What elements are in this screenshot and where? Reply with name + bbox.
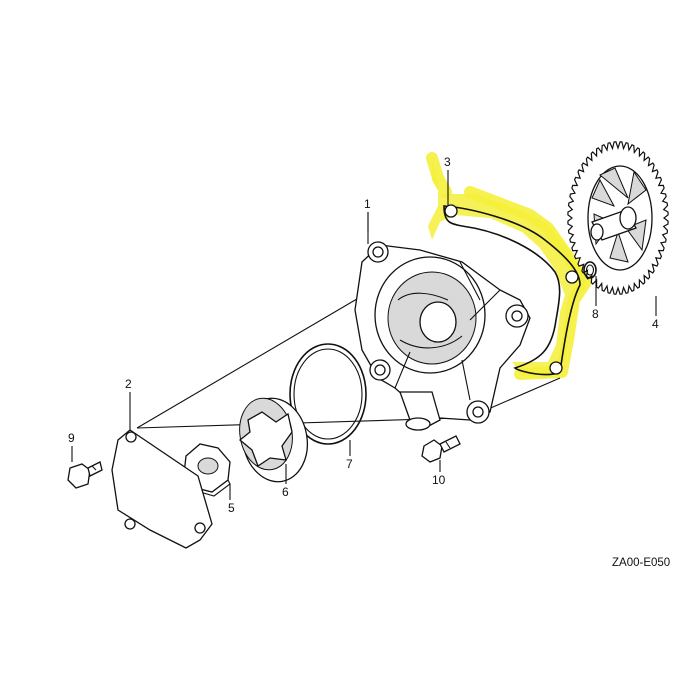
cover-housing-part bbox=[354, 241, 531, 431]
callout-8: 8 bbox=[592, 307, 599, 321]
small-o-ring-part bbox=[583, 261, 597, 279]
gasket-bolt-hole bbox=[565, 270, 579, 284]
callout-4: 4 bbox=[652, 317, 659, 331]
gasket-highlight bbox=[426, 152, 592, 380]
figure-code: ZA00-E050 bbox=[612, 557, 670, 569]
callout-9: 9 bbox=[68, 431, 75, 445]
gear-part bbox=[567, 141, 669, 295]
large-o-ring-part bbox=[289, 343, 367, 445]
cover-plate-hole bbox=[125, 431, 137, 443]
gasket-part bbox=[443, 204, 581, 376]
callout-1: 1 bbox=[364, 197, 371, 211]
outer-rotor-part bbox=[238, 397, 308, 483]
callout-2: 2 bbox=[125, 377, 132, 391]
callout-leaders bbox=[71, 170, 657, 500]
callout-labels: 1 2 3 4 5 6 7 8 9 10 bbox=[68, 155, 659, 515]
cover-plate-part bbox=[111, 429, 213, 549]
bolt-9-part bbox=[67, 461, 103, 489]
gasket-bolt-hole bbox=[444, 204, 458, 218]
gasket-bolt-hole bbox=[549, 361, 563, 375]
cover-plate-hole bbox=[194, 522, 206, 534]
callout-10: 10 bbox=[432, 473, 446, 487]
cover-plate-hole bbox=[124, 518, 136, 530]
callout-3: 3 bbox=[444, 155, 451, 169]
callout-6: 6 bbox=[282, 485, 289, 499]
callout-7: 7 bbox=[346, 457, 353, 471]
bolt-10-part bbox=[421, 435, 461, 463]
callout-5: 5 bbox=[228, 501, 235, 515]
